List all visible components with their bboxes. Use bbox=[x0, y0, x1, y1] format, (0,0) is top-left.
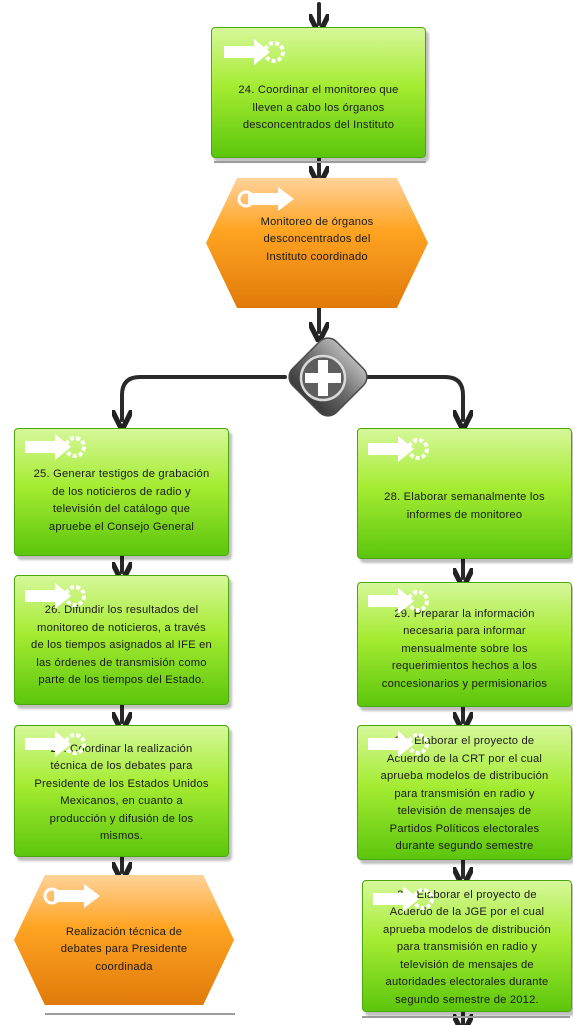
task-26[interactable]: 26. Difundir los resultados del monitore… bbox=[14, 575, 229, 705]
start-arrow-gear-icon bbox=[224, 39, 285, 65]
event-debates-label: Realización técnica de debates para Pres… bbox=[60, 925, 188, 973]
task-27-label: 27. Coordinar la realización técnica de … bbox=[34, 742, 209, 843]
task-25-label: 25. Generar testigos de grabación de los… bbox=[33, 468, 210, 533]
event-monitoreo-coordinado[interactable]: Monitoreo de órganos desconcentrados del… bbox=[206, 178, 428, 308]
task-24-label: 24. Coordinar el monitoreo que lleven a … bbox=[238, 84, 399, 132]
start-arrow-gear-icon bbox=[25, 731, 86, 757]
task-26-label: 26. Difundir los resultados del monitore… bbox=[31, 604, 212, 687]
plus-icon bbox=[299, 354, 347, 402]
start-arrow-gear-icon bbox=[25, 434, 86, 460]
task-29-label: 29. Preparar la información necesaria pa… bbox=[381, 607, 548, 690]
task-27[interactable]: 27. Coordinar la realización técnica de … bbox=[14, 725, 229, 857]
start-arrow-gear-icon bbox=[25, 583, 86, 609]
task-28[interactable]: 28. Elaborar semanalmente los informes d… bbox=[357, 428, 572, 559]
task-31-baseline bbox=[362, 1016, 570, 1018]
task-28-label: 28. Elaborar semanalmente los informes d… bbox=[384, 491, 545, 521]
start-arrow-gear-icon bbox=[373, 886, 434, 912]
task-30[interactable]: 30. Elaborar el proyecto de Acuerdo de l… bbox=[357, 725, 572, 860]
event-monitoreo-label: Monitoreo de órganos desconcentrados del… bbox=[260, 215, 374, 263]
event-monitoreo-shape bbox=[206, 178, 428, 308]
start-arrow-gear-icon bbox=[368, 731, 429, 757]
event-debates-coordinada[interactable]: Realización técnica de debates para Pres… bbox=[14, 875, 234, 1005]
start-arrow-gear-icon bbox=[368, 436, 429, 462]
arrow-circle-icon bbox=[43, 884, 100, 908]
task-25[interactable]: 25. Generar testigos de grabación de los… bbox=[14, 428, 229, 556]
task-24[interactable]: 24. Coordinar el monitoreo que lleven a … bbox=[211, 27, 426, 158]
parallel-gateway[interactable] bbox=[284, 333, 372, 421]
arrow-circle-icon bbox=[237, 187, 294, 211]
event-debates-shape bbox=[14, 875, 234, 1005]
connector-gateway-right bbox=[351, 375, 463, 420]
event-debates-baseline bbox=[45, 1013, 235, 1015]
task-31[interactable]: 31. Elaborar el proyecto de Acuerdo de l… bbox=[362, 880, 572, 1012]
connector-gateway-left bbox=[122, 375, 287, 420]
task-29[interactable]: 29. Preparar la información necesaria pa… bbox=[357, 582, 572, 707]
task-24-baseline bbox=[214, 161, 426, 163]
task-30-label: 30. Elaborar el proyecto de Acuerdo de l… bbox=[380, 735, 549, 853]
start-arrow-gear-icon bbox=[368, 588, 429, 614]
